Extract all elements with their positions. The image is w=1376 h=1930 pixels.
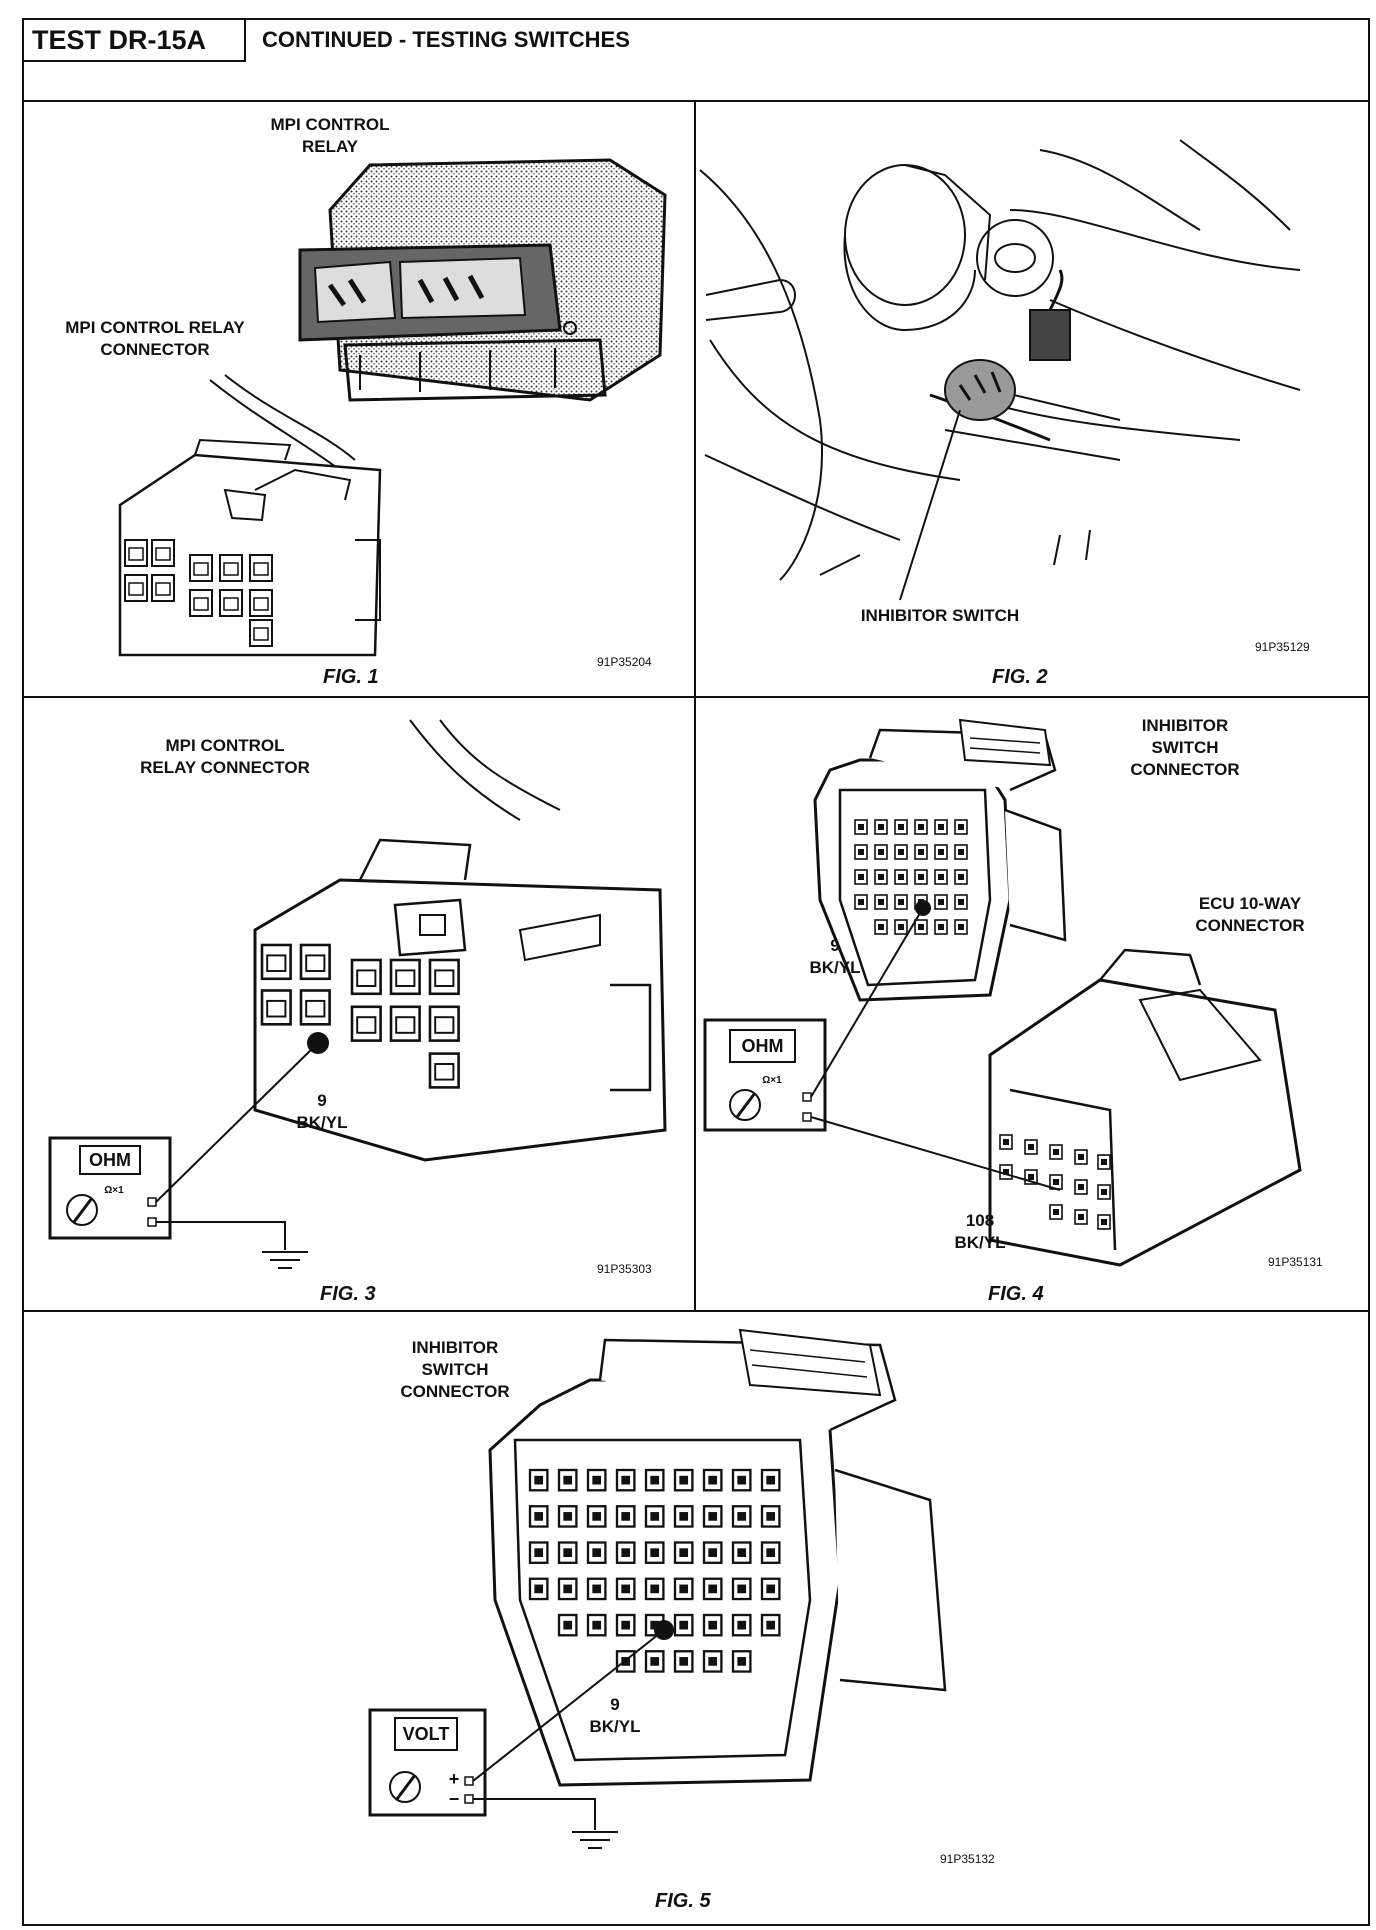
figure-caption-3: FIG. 3 [320, 1283, 376, 1305]
divider-header [22, 100, 1370, 102]
test-id-box: TEST DR-15A [22, 18, 246, 62]
label-pin-9-fig3: 9 BK/YL [296, 1091, 348, 1132]
figure-code-1: 91P35204 [597, 655, 652, 669]
ohmmeter-fig4 [703, 1018, 827, 1132]
figure-code-4: 91P35131 [1268, 1255, 1323, 1269]
label-inhibitor-switch-connector-fig5: INHIBITOR SWITCH CONNECTOR [400, 1338, 510, 1401]
ground-lead-fig5 [473, 1798, 596, 1830]
mpi-relay-drawing [298, 158, 667, 402]
probe-lead-fig4 [810, 907, 924, 1098]
label-mpi-control-relay: MPI CONTROL RELAY [270, 115, 390, 156]
inhibitor-switch-connector-fig5 [488, 1328, 947, 1787]
voltmeter-fig5 [368, 1708, 487, 1817]
ground-symbol-fig5 [572, 1831, 618, 1849]
inhibitor-switch-scene [699, 139, 1301, 601]
ecu-10-way-connector [988, 948, 1302, 1267]
meter-display-fig3: OHM [89, 1150, 131, 1170]
figure-code-5: 91P35132 [940, 1852, 995, 1866]
meter-minus-fig5: − [448, 1789, 460, 1809]
meter-display-fig4: OHM [741, 1036, 784, 1056]
figure-caption-1: FIG. 1 [323, 666, 379, 688]
meter-plus-fig5: + [448, 1769, 460, 1789]
label-mpi-relay-connector: MPI CONTROL RELAY CONNECTOR [65, 318, 245, 359]
ground-lead-fig3 [156, 1221, 286, 1250]
meter-range-fig4: Ω×1 [762, 1075, 782, 1086]
page-frame [22, 18, 1370, 1926]
probe-lead-fig3 [155, 1042, 319, 1203]
figure-caption-2: FIG. 2 [992, 666, 1048, 688]
probe-lead-fig5 [472, 1629, 665, 1782]
meter-display-fig5: VOLT [402, 1724, 450, 1744]
mpi-relay-connector-large [253, 719, 667, 1162]
label-pin-9-fig5: 9 BK/YL [589, 1695, 641, 1736]
figure-code-3: 91P35303 [597, 1262, 652, 1276]
probe-lead-ecu-fig4 [810, 1116, 1061, 1191]
label-inhibitor-switch: INHIBITOR SWITCH [860, 606, 1020, 625]
inhibitor-switch-connector-fig4 [813, 718, 1067, 1002]
mpi-relay-connector-drawing [118, 374, 382, 657]
figure-caption-4: FIG. 4 [988, 1283, 1044, 1305]
label-pin-108-fig4: 108 BK/YL [954, 1211, 1006, 1252]
label-ecu-10-way-connector: ECU 10-WAY CONNECTOR [1195, 894, 1305, 935]
meter-range-fig3: Ω×1 [104, 1185, 124, 1196]
page-title: CONTINUED - TESTING SWITCHES [262, 27, 630, 52]
label-mpi-relay-connector-fig3: MPI CONTROL RELAY CONNECTOR [140, 736, 310, 777]
figure-caption-5: FIG. 5 [655, 1890, 711, 1912]
ground-symbol-fig3 [262, 1251, 308, 1269]
divider-row1 [22, 696, 1370, 698]
label-pin-9-fig4: 9 BK/YL [809, 936, 861, 977]
label-inhibitor-switch-connector-fig4: INHIBITOR SWITCH CONNECTOR [1130, 716, 1240, 779]
divider-row2 [22, 1310, 1370, 1312]
figure-code-2: 91P35129 [1255, 640, 1310, 654]
divider-col [694, 100, 696, 1312]
